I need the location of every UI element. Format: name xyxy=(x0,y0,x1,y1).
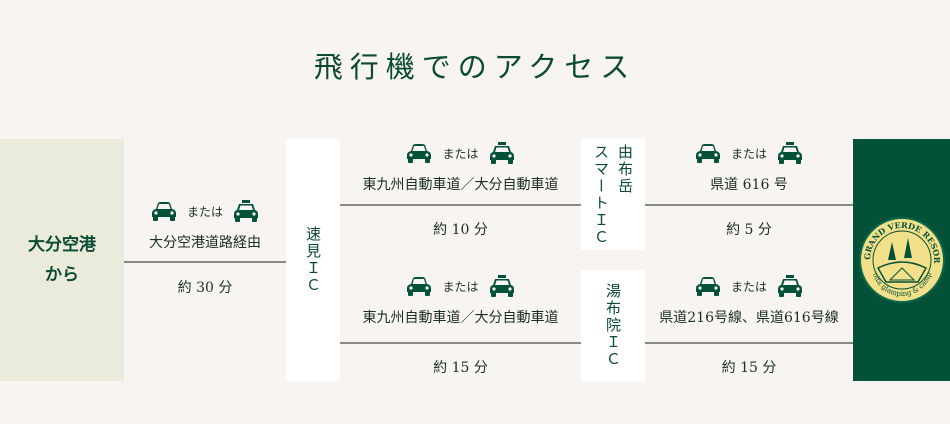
hayami-ic-box: 速見ＩＣ xyxy=(286,139,340,381)
taxi-icon xyxy=(233,200,259,222)
route-label: 東九州自動車道／大分自動車道 xyxy=(362,310,559,326)
origin-label: 大分空港 から xyxy=(28,235,96,285)
upper-route2: または 県道 616 号 xyxy=(645,140,853,194)
car-icon xyxy=(695,276,721,296)
route-label: 東九州自動車道／大分自動車道 xyxy=(362,177,559,193)
route-label: 県道216号線、県道616号線 xyxy=(659,310,839,326)
taxi-icon xyxy=(489,275,515,297)
yufuin-ic-box: 湯布院ＩＣ xyxy=(581,270,645,381)
route-line xyxy=(645,342,853,344)
car-icon xyxy=(695,143,721,163)
lower-route2: または 県道216号線、県道616号線 xyxy=(645,273,853,327)
route-line xyxy=(124,261,286,263)
or-text: または xyxy=(730,279,767,294)
taxi-icon xyxy=(489,142,515,164)
or-text: または xyxy=(442,146,479,161)
duration: 約 15 分 xyxy=(433,360,488,376)
car-icon xyxy=(151,201,177,221)
hayami-ic-label: 速見ＩＣ xyxy=(304,226,322,294)
yufuin-ic-label: 湯布院ＩＣ xyxy=(604,283,622,368)
route-line xyxy=(645,204,853,206)
taxi-icon xyxy=(777,275,803,297)
duration: 約 15 分 xyxy=(721,360,777,376)
or-text: または xyxy=(730,146,767,161)
yufudake-ic-label: 由布岳 スマートＩＣ xyxy=(592,143,634,246)
leg1-route: または 大分空港道路経由 xyxy=(124,198,286,252)
upper-route1: または 東九州自動車道／大分自動車道 xyxy=(340,140,581,194)
taxi-icon xyxy=(777,142,803,164)
route-label: 県道 616 号 xyxy=(710,177,788,193)
origin-box: 大分空港 から xyxy=(0,139,124,381)
yufudake-ic-box: 由布岳 スマートＩＣ xyxy=(581,139,645,250)
duration: 約 10 分 xyxy=(433,222,488,238)
car-icon xyxy=(406,276,432,296)
grand-verde-resort-logo: GRAND VERDE RESORT oita glamping & camp xyxy=(858,216,945,303)
route-line xyxy=(340,204,581,206)
car-icon xyxy=(406,143,432,163)
duration: 約 30 分 xyxy=(177,280,233,296)
page-title: 飛行機でのアクセス xyxy=(313,50,637,84)
destination-box: GRAND VERDE RESORT oita glamping & camp xyxy=(853,139,950,381)
or-text: または xyxy=(442,279,479,294)
duration: 約 5 分 xyxy=(726,222,772,238)
route-line xyxy=(340,342,581,344)
or-text: または xyxy=(186,204,223,219)
route-label: 大分空港道路経由 xyxy=(149,235,261,251)
lower-route1: または 東九州自動車道／大分自動車道 xyxy=(340,273,581,327)
